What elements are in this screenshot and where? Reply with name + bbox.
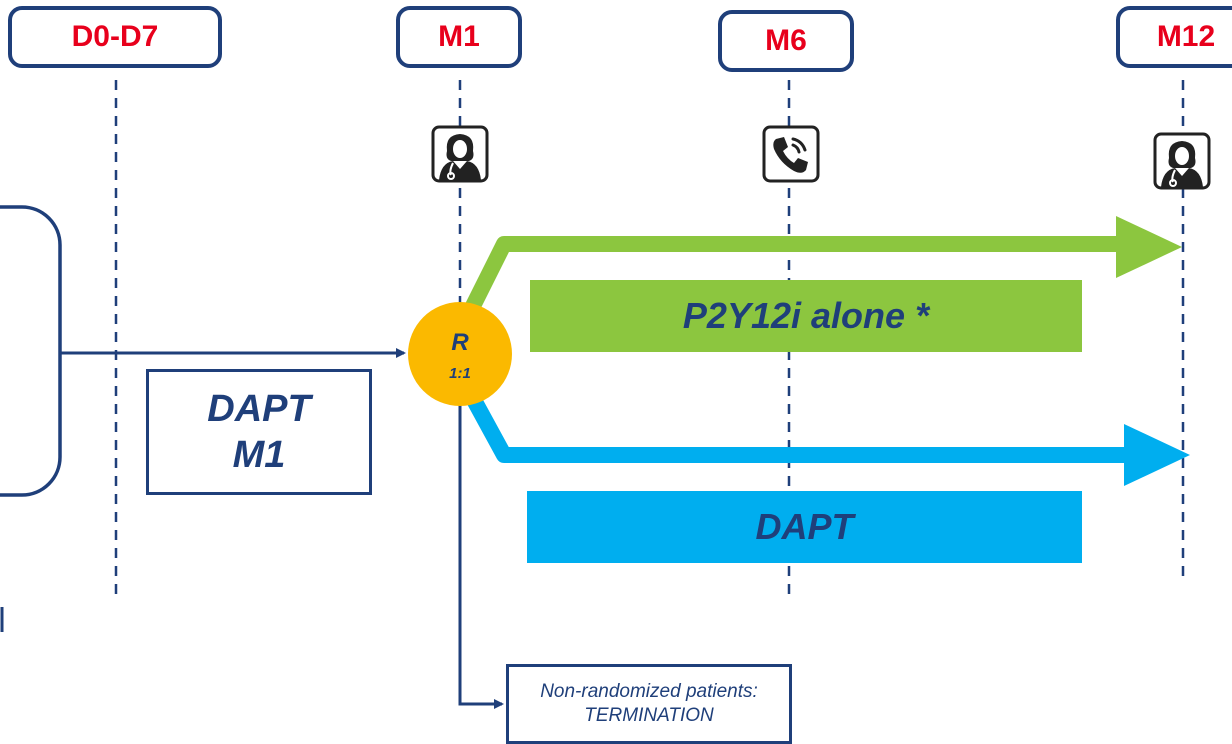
dapt-m1-line2: M1 bbox=[232, 434, 286, 476]
termination-line2: TERMINATION bbox=[584, 705, 714, 726]
doctor-visit-icon bbox=[1153, 132, 1211, 195]
p2y12i-arm-arrow bbox=[454, 236, 1120, 332]
dapt-arrowhead bbox=[1124, 424, 1190, 486]
enrollment-box bbox=[0, 205, 62, 497]
dapt-arm-arrow bbox=[454, 374, 1128, 463]
randomization-circle bbox=[408, 302, 512, 406]
dapt-m1-box: DAPT M1 bbox=[146, 369, 372, 495]
p2y12i-arrowhead bbox=[1116, 216, 1182, 278]
doctor-visit-icon bbox=[431, 125, 489, 188]
dapt-m1-line1: DAPT bbox=[207, 388, 311, 430]
timepoint-m1: M1 bbox=[396, 6, 522, 68]
termination-arrow bbox=[458, 400, 504, 709]
randomization-ratio: 1:1 bbox=[449, 365, 471, 382]
phone-call-icon bbox=[762, 125, 820, 188]
dapt-arm-label: DAPT bbox=[527, 491, 1082, 563]
timepoint-m12: M12 bbox=[1116, 6, 1232, 68]
p2y12i-arm-label: P2Y12i alone * bbox=[530, 280, 1082, 352]
randomization-label: R bbox=[451, 329, 469, 356]
timepoint-m6: M6 bbox=[718, 10, 854, 72]
termination-box: Non-randomized patients: TERMINATION bbox=[506, 664, 792, 744]
termination-line1: Non-randomized patients: bbox=[540, 681, 758, 702]
timepoint-d0-d7: D0-D7 bbox=[8, 6, 222, 68]
